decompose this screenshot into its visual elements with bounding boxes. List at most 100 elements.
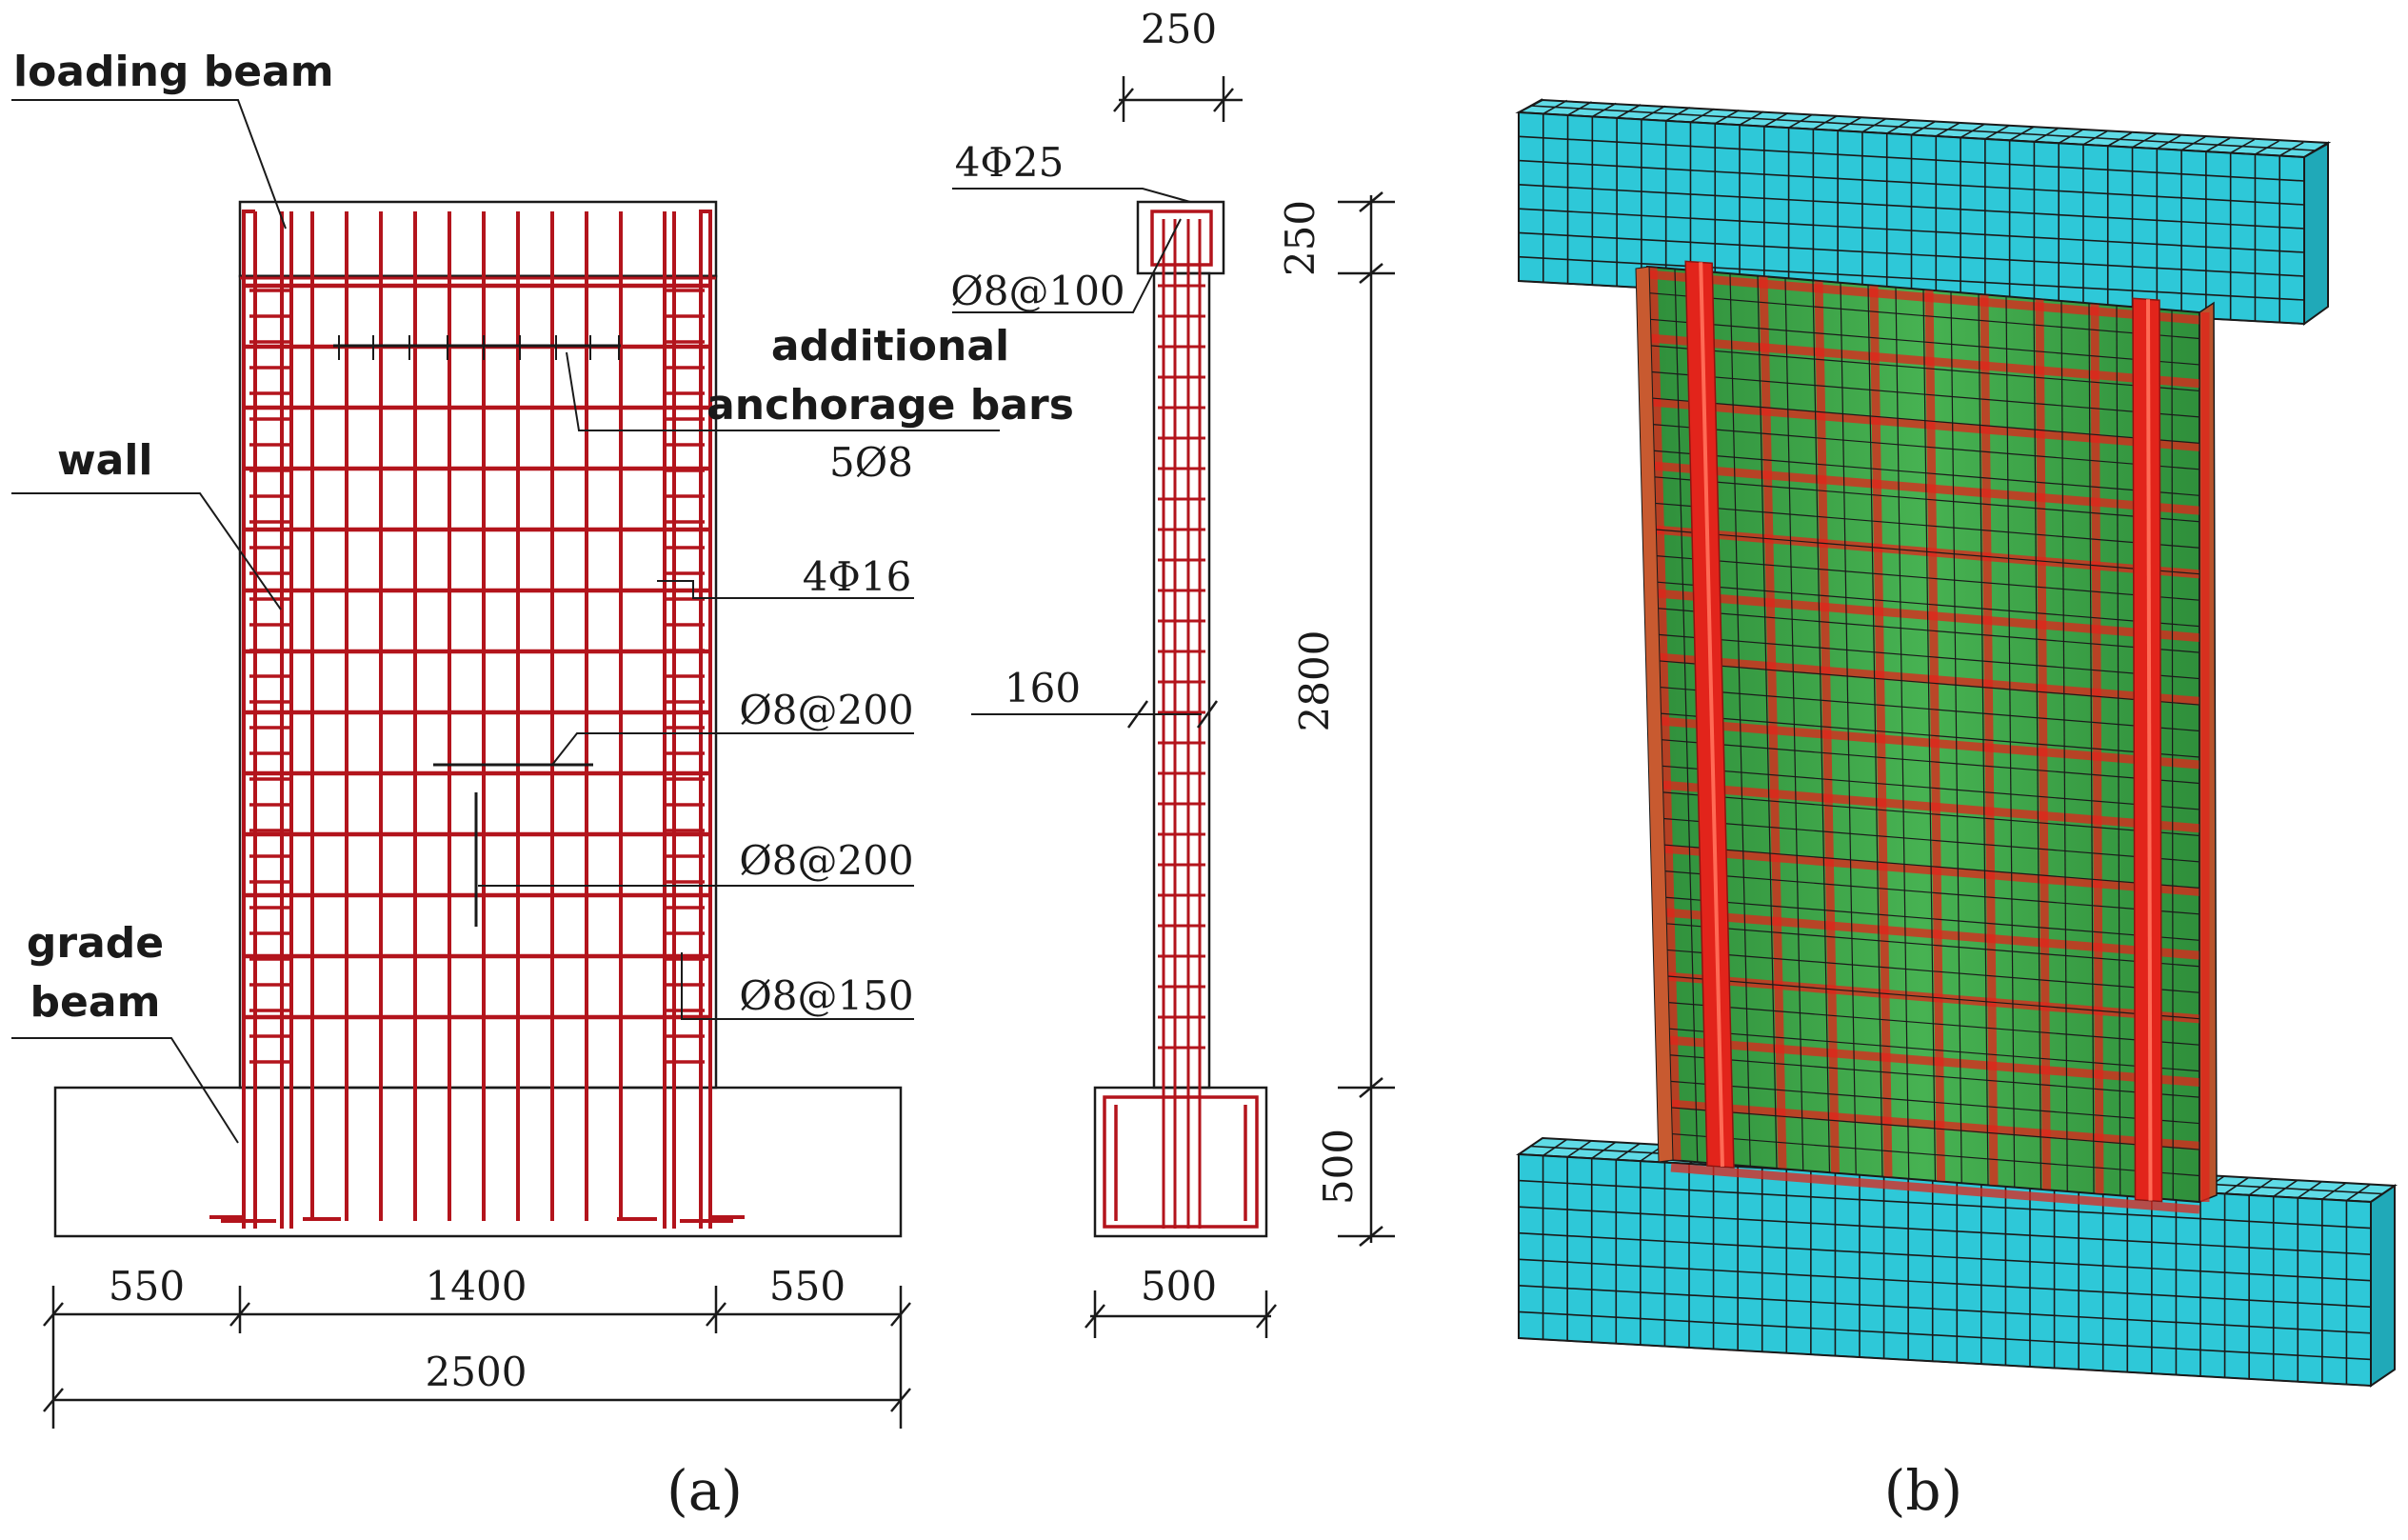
dimension-lines-a [43,1286,911,1429]
rebar-cage-elevation [209,210,745,1229]
leader-grade [11,1037,239,1144]
label-grade: grade [27,919,164,968]
callout-phi8-100: Ø8@100 [950,268,1124,314]
label-beam: beam [30,978,161,1027]
callout-4phi25: 4Φ25 [955,139,1065,186]
dim-left: 550 [109,1263,185,1310]
mesh-line [1518,255,2305,301]
mesh-line [1670,1159,2200,1203]
panel-b [1515,98,2398,1388]
mesh-line [1655,581,2200,628]
mesh-line [1662,817,2200,863]
panel-a: loading beam additional anchorage bars 5… [11,48,1074,1429]
dim-beam-width: 250 [1141,6,1217,52]
mesh-line [1518,1310,2372,1361]
mesh-line [1650,397,2200,444]
mesh-line [1663,896,2200,941]
fe-wall-edge [1635,266,1674,1163]
label-anchorage-bars: anchorage bars [706,381,1074,430]
caption-b: (b) [1884,1458,1962,1523]
section-base-outline [1093,1086,1268,1238]
mesh-line [1666,1001,2200,1046]
mesh-line [1656,608,2200,653]
dim-middle: 1400 [426,1263,527,1310]
mesh-line [1518,1231,2372,1282]
dim-base-width: 500 [1141,1263,1217,1310]
section-dims [1085,76,1395,1338]
mesh-line [1652,476,2200,523]
mesh-line [1648,318,2200,366]
dim-beam-height: 250 [1277,200,1323,276]
mesh-line [1518,231,2305,277]
mesh-line [1661,791,2200,837]
section-leaders [952,188,1202,715]
fe-wall [1635,260,2218,1214]
leader-phi8-200-a [551,732,914,766]
mesh-line [1518,1258,2372,1309]
mesh-line [1518,1337,2372,1387]
mesh-line [1660,738,2200,785]
mesh-line [1518,111,2305,158]
mesh-line [1657,633,2200,680]
leader-4phi16 [657,580,914,599]
label-wall: wall [57,436,153,485]
mesh-line [1655,554,2200,601]
mesh-line [1658,686,2200,732]
mesh-line [1518,135,2305,182]
beam-stirrup [1150,210,1213,267]
mesh-line [1651,423,2200,470]
mesh-line [1659,712,2200,758]
mesh-line [1665,949,2200,993]
mesh-line [1649,345,2200,392]
dim-total: 2500 [426,1349,527,1395]
bar-hook [242,210,255,257]
mesh-line [1669,1107,2200,1150]
mesh-line [1664,923,2200,968]
mesh-line [2303,143,2329,158]
mesh-line [1518,159,2305,206]
mesh-line [1653,502,2200,549]
mesh-line [1668,1080,2200,1125]
mesh-line [1518,1285,2372,1334]
caption-a: (a) [667,1458,743,1523]
grade-beam-outline [53,1086,903,1238]
bar-hook [699,210,712,257]
leader-additional [566,351,1000,431]
callout-phi8-150: Ø8@150 [739,972,913,1019]
mesh-line [1657,660,2200,706]
mesh-line [1662,844,2200,889]
callout-4phi16: 4Φ16 [803,553,912,600]
mesh-line [1518,1206,2372,1255]
callout-phi8-200-vertical: Ø8@200 [739,837,913,884]
label-loading-beam: loading beam [13,48,334,96]
mesh-line [1662,870,2200,915]
dim-wall-thickness: 160 [1005,665,1081,711]
leader-phi8-150 [681,952,914,1020]
mesh-line [1667,1028,2200,1072]
dim-wall-height: 2800 [1291,630,1338,732]
leader-lines [11,99,1000,1144]
mesh-line [1654,529,2200,575]
base-stirrup [1103,1095,1259,1229]
panel-a-section: 4Φ25 Ø8@100 250 160 500 250 2800 500 [950,6,1395,1338]
mesh-line [1518,208,2305,253]
leader-loading-beam [11,99,287,230]
mesh-line [1529,105,2317,151]
dim-base-height: 500 [1315,1129,1362,1205]
mesh-line [1665,975,2200,1020]
fe-column-highlight [1699,262,1724,1168]
mesh-line [1647,291,2200,340]
mesh-line [1660,765,2200,810]
mesh-line [1518,1179,2372,1230]
mesh-line [1670,1132,2200,1177]
mesh-line [2370,1185,2396,1203]
callout-phi8-200-horizontal: Ø8@200 [739,687,913,733]
mesh-line [1652,450,2200,496]
mesh-line [1518,184,2305,230]
rebar-section [1103,210,1259,1229]
mesh-line [1668,1054,2200,1098]
label-additional: additional [771,322,1009,370]
dim-right: 550 [769,1263,846,1310]
fe-column-highlight [2146,299,2153,1201]
mesh-line [1649,370,2200,418]
